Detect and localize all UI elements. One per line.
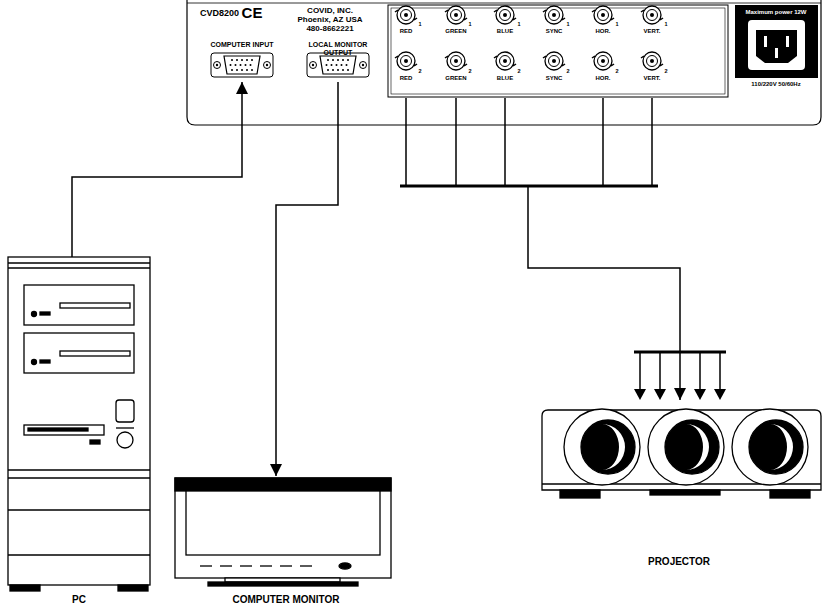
- vga-port: LOCAL MONITOR OUTPUT: [299, 40, 377, 82]
- signal-name: BLUE: [497, 75, 513, 82]
- signal-cable: [276, 82, 338, 476]
- projector: [542, 409, 821, 498]
- device-panel: [187, 0, 821, 125]
- pc-device: PC: [8, 257, 150, 608]
- channel-number: 2: [517, 68, 520, 74]
- signal-name: RED: [400, 28, 413, 35]
- bnc-connector: [543, 52, 565, 70]
- monitor-device: COMPUTER MONITOR: [170, 476, 402, 608]
- node-label: CVD8200: [200, 8, 239, 18]
- computer-monitor: [175, 478, 391, 586]
- signal-name: SYNC: [546, 75, 563, 82]
- bnc-connector: [592, 6, 614, 24]
- channel-number: 1: [418, 21, 421, 27]
- node-label: COMPUTER INPUT: [211, 41, 274, 49]
- bnc-connectors: [395, 6, 663, 70]
- channel-number: 2: [418, 68, 421, 74]
- signal-name: RED: [400, 75, 413, 82]
- bnc-connector: [395, 52, 417, 70]
- device-panel: COMPUTER INPUT LOCAL MONITOR OUTPUT CVD820…: [187, 0, 823, 125]
- bnc-connector: [641, 52, 663, 70]
- vga-connector: [211, 53, 273, 77]
- channel-number: 1: [468, 21, 471, 27]
- ce-mark: CE: [242, 5, 263, 22]
- bnc-connector: [494, 52, 516, 70]
- signal-name: SYNC: [546, 28, 563, 35]
- bnc-connector: [543, 6, 565, 24]
- pc-tower: [8, 257, 150, 591]
- node-label: PROJECTOR: [648, 556, 710, 567]
- vga-port: COMPUTER INPUT: [209, 40, 275, 82]
- power-rating: 110/220V 50/60Hz: [751, 81, 800, 88]
- power-rating: Maximum power 12W: [745, 9, 806, 16]
- signal-cable: [406, 125, 680, 400]
- vga-connector: [307, 53, 369, 77]
- channel-number: 1: [517, 21, 520, 27]
- signal-name: VERT.: [643, 75, 660, 82]
- signal-name: HOR.: [596, 75, 611, 82]
- node-label: COMPUTER MONITOR: [232, 594, 339, 605]
- power-inlet: [735, 5, 818, 78]
- channel-number: 2: [664, 68, 667, 74]
- bnc-connector: [445, 6, 467, 24]
- bnc-connector: [445, 52, 467, 70]
- channel-number: 1: [566, 21, 569, 27]
- vga-ports: [211, 53, 369, 77]
- node-label: LOCAL MONITOR OUTPUT: [299, 41, 377, 56]
- maker-text: 480-8662221: [306, 25, 353, 34]
- signal-name: VERT.: [643, 28, 660, 35]
- projector-device: PROJECTOR: [535, 400, 823, 570]
- rgb-wires: [400, 98, 726, 390]
- signal-name: GREEN: [445, 75, 466, 82]
- signal-cable: [72, 82, 242, 257]
- signal-name: HOR.: [596, 28, 611, 35]
- channel-number: 2: [566, 68, 569, 74]
- channel-number: 2: [615, 68, 618, 74]
- node-label: PC: [72, 594, 86, 605]
- maker-text: Phoenix, AZ USA: [297, 16, 362, 25]
- channel-number: 1: [664, 21, 667, 27]
- bnc-connector: [641, 6, 663, 24]
- bnc-connector: [592, 52, 614, 70]
- signal-name: GREEN: [445, 28, 466, 35]
- bnc-connector: [395, 6, 417, 24]
- signal-name: BLUE: [497, 28, 513, 35]
- channel-number: 2: [468, 68, 471, 74]
- channel-number: 1: [615, 21, 618, 27]
- bnc-connector: [494, 6, 516, 24]
- maker-text: COVID, INC.: [307, 7, 353, 16]
